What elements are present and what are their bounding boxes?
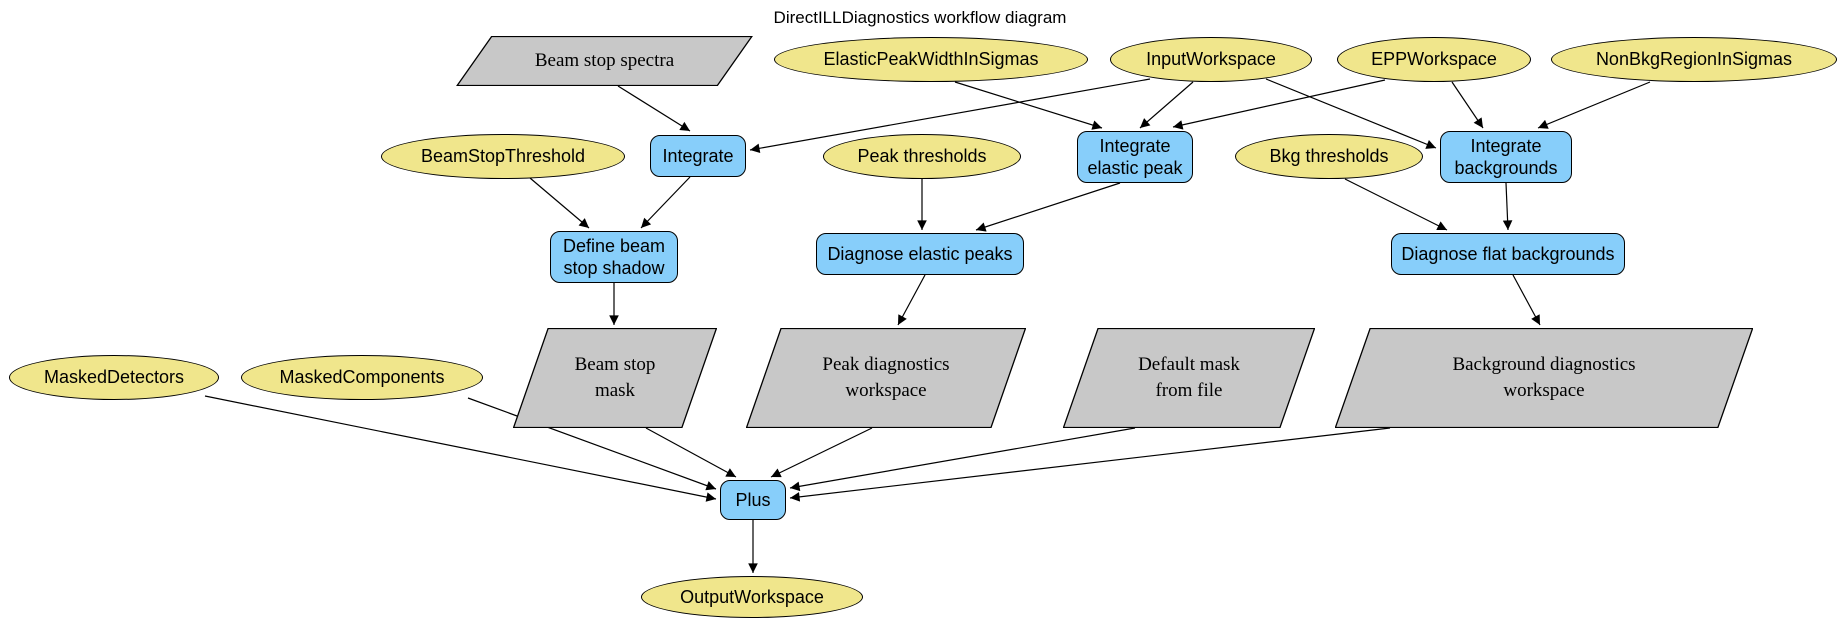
- parallelogram-shape: [1335, 328, 1753, 428]
- edge-masked-components-to-plus: [467, 397, 717, 491]
- node-integrate-elastic-peak: Integrate elastic peak: [1077, 131, 1193, 183]
- edge-background-diagnostics-workspace-to-plus: [789, 427, 1391, 502]
- parallelogram-shape: [746, 328, 1026, 428]
- node-diagnose-flat-backgrounds: Diagnose flat backgrounds: [1391, 233, 1625, 275]
- node-epp-workspace: EPPWorkspace: [1337, 37, 1531, 82]
- node-output-workspace: OutputWorkspace: [641, 576, 863, 618]
- node-label: NonBkgRegionInSigmas: [1595, 49, 1793, 70]
- node-label: Integrate: [662, 145, 734, 166]
- node-plus: Plus: [720, 480, 786, 520]
- edge-epp-workspace-to-integrate-backgrounds: [1451, 81, 1484, 129]
- node-label: Background diagnostics workspace: [1452, 354, 1636, 401]
- node-peak-diagnostics-workspace: Peak diagnostics workspace: [746, 328, 1026, 428]
- edge-diagnose-flat-backgrounds-to-background-diagnostics-workspace: [1512, 274, 1541, 326]
- node-input-workspace: InputWorkspace: [1110, 37, 1312, 82]
- edge-epp-workspace-to-integrate-elastic-peak: [1172, 79, 1386, 130]
- node-non-bkg-region-in-sigmas: NonBkgRegionInSigmas: [1551, 37, 1837, 82]
- edge-input-workspace-to-integrate: [749, 78, 1151, 154]
- node-diagnose-elastic-peaks: Diagnose elastic peaks: [816, 233, 1024, 275]
- node-label: Bkg thresholds: [1269, 146, 1389, 167]
- node-label: MaskedDetectors: [43, 367, 185, 388]
- node-label: Plus: [735, 489, 771, 510]
- node-label: Beam stop mask: [574, 354, 656, 401]
- node-beam-stop-mask: Beam stop mask: [513, 328, 717, 428]
- node-elastic-peak-width-in-sigmas: ElasticPeakWidthInSigmas: [774, 37, 1088, 82]
- parallelogram-shape: [1063, 328, 1315, 428]
- node-label: Integrate backgrounds: [1454, 135, 1558, 179]
- node-label: InputWorkspace: [1146, 49, 1276, 70]
- node-beam-stop-threshold: BeamStopThreshold: [381, 134, 625, 179]
- node-label: BeamStopThreshold: [420, 146, 586, 167]
- node-masked-components: MaskedComponents: [241, 355, 483, 400]
- node-label: Default mask from file: [1138, 354, 1240, 401]
- node-label: MaskedComponents: [279, 367, 445, 388]
- node-label: Define beam stop shadow: [562, 235, 666, 279]
- edge-input-workspace-to-integrate-backgrounds: [1265, 78, 1437, 149]
- edge-input-workspace-to-integrate-elastic-peak: [1139, 81, 1194, 129]
- edge-peak-diagnostics-workspace-to-plus: [770, 427, 873, 478]
- edge-beam-stop-mask-to-plus: [645, 427, 737, 478]
- node-label: Diagnose elastic peaks: [827, 243, 1013, 264]
- node-integrate-backgrounds: Integrate backgrounds: [1440, 131, 1572, 183]
- node-label: Integrate elastic peak: [1087, 135, 1183, 179]
- node-label: Diagnose flat backgrounds: [1401, 243, 1615, 264]
- node-integrate: Integrate: [650, 135, 746, 177]
- node-peak-thresholds: Peak thresholds: [823, 134, 1021, 179]
- node-masked-detectors: MaskedDetectors: [9, 355, 219, 400]
- parallelogram-shape: [513, 328, 717, 428]
- edge-elastic-peak-width-in-sigmas-to-integrate-elastic-peak: [954, 81, 1103, 130]
- node-background-diagnostics-workspace: Background diagnostics workspace: [1335, 328, 1753, 428]
- edge-diagnose-elastic-peaks-to-peak-diagnostics-workspace: [897, 274, 926, 326]
- edge-integrate-elastic-peak-to-diagnose-elastic-peaks: [975, 182, 1121, 232]
- edge-integrate-backgrounds-to-diagnose-flat-backgrounds: [1502, 182, 1513, 231]
- diagram-title: DirectILLDiagnostics workflow diagram: [773, 8, 1067, 27]
- edge-beam-stop-threshold-to-define-beam-stop-shadow: [529, 177, 590, 229]
- node-label: Beam stop spectra: [534, 50, 675, 72]
- node-label: OutputWorkspace: [680, 586, 824, 607]
- parallelogram-shape: [456, 36, 753, 86]
- node-default-mask-from-file: Default mask from file: [1063, 328, 1315, 428]
- node-define-beam-stop-shadow: Define beam stop shadow: [550, 231, 678, 283]
- edge-masked-detectors-to-plus: [204, 395, 717, 502]
- edge-bkg-thresholds-to-diagnose-flat-backgrounds: [1344, 178, 1448, 231]
- edge-integrate-to-define-beam-stop-shadow: [640, 176, 691, 229]
- node-label: Peak diagnostics workspace: [822, 354, 950, 401]
- node-bkg-thresholds: Bkg thresholds: [1235, 134, 1423, 179]
- node-beam-stop-spectra: Beam stop spectra: [456, 36, 753, 86]
- node-label: Peak thresholds: [857, 146, 987, 167]
- edge-beam-stop-spectra-to-integrate: [617, 85, 691, 132]
- node-label: EPPWorkspace: [1371, 49, 1497, 70]
- edge-non-bkg-region-in-sigmas-to-integrate-backgrounds: [1537, 81, 1651, 129]
- node-label: ElasticPeakWidthInSigmas: [823, 49, 1039, 70]
- edge-default-mask-from-file-to-plus: [789, 427, 1136, 492]
